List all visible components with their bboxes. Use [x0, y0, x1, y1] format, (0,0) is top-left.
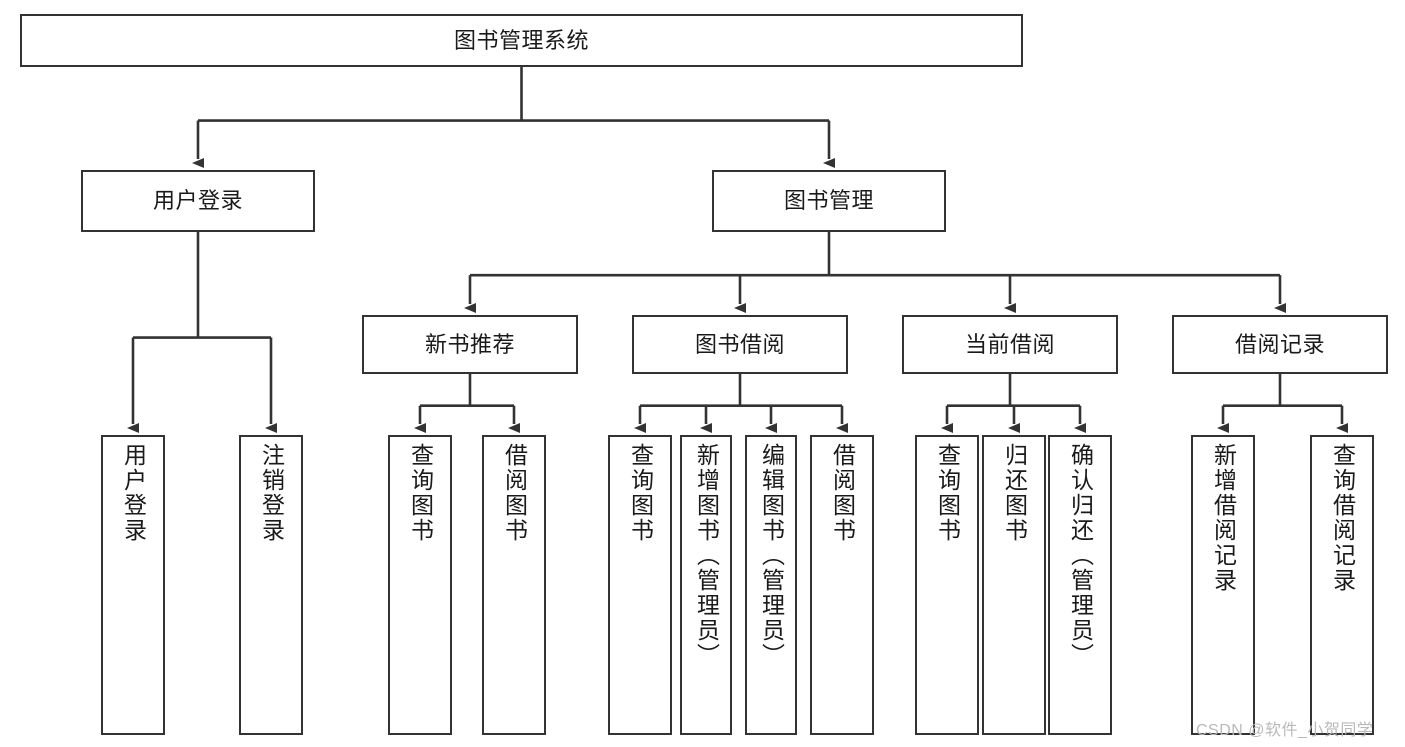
- leaf-add-book-admin[interactable]: 新增图书（管理员）: [680, 435, 732, 735]
- leaf-borrow-book-1-label: 借阅图书: [501, 443, 528, 543]
- leaf-borrow-book-1[interactable]: 借阅图书: [482, 435, 546, 735]
- node-current-borrow-label: 当前借阅: [964, 331, 1055, 357]
- leaf-query-book-1[interactable]: 查询图书: [388, 435, 452, 735]
- leaf-confirm-return-admin-label: 确认归还（管理员）: [1067, 443, 1094, 668]
- node-book-manage-label: 图书管理: [783, 188, 874, 214]
- node-book-borrow[interactable]: 图书借阅: [632, 315, 848, 374]
- leaf-user-logout[interactable]: 注销登录: [239, 435, 303, 735]
- leaf-confirm-return-admin[interactable]: 确认归还（管理员）: [1048, 435, 1112, 735]
- node-borrow-record-label: 借阅记录: [1234, 331, 1325, 357]
- node-root[interactable]: 图书管理系统: [20, 14, 1023, 67]
- leaf-return-book-label: 归还图书: [1001, 443, 1028, 543]
- leaf-borrow-book-2[interactable]: 借阅图书: [810, 435, 874, 735]
- leaf-query-borrow-record[interactable]: 查询借阅记录: [1310, 435, 1374, 735]
- leaf-add-borrow-record-label: 新增借阅记录: [1210, 443, 1237, 593]
- node-book-manage[interactable]: 图书管理: [712, 170, 946, 232]
- leaf-query-book-2-label: 查询图书: [627, 443, 654, 543]
- leaf-query-book-2[interactable]: 查询图书: [608, 435, 672, 735]
- leaf-query-book-3-label: 查询图书: [934, 443, 961, 543]
- leaf-return-book[interactable]: 归还图书: [982, 435, 1046, 735]
- leaf-query-book-1-label: 查询图书: [407, 443, 434, 543]
- leaf-query-book-3[interactable]: 查询图书: [915, 435, 979, 735]
- leaf-add-borrow-record[interactable]: 新增借阅记录: [1191, 435, 1255, 735]
- leaf-edit-book-admin-label: 编辑图书（管理员）: [758, 443, 785, 668]
- node-new-book-recommend[interactable]: 新书推荐: [362, 315, 578, 374]
- leaf-add-book-admin-label: 新增图书（管理员）: [693, 443, 720, 668]
- leaf-edit-book-admin[interactable]: 编辑图书（管理员）: [745, 435, 797, 735]
- leaf-query-borrow-record-label: 查询借阅记录: [1329, 443, 1356, 593]
- node-book-borrow-label: 图书借阅: [694, 331, 785, 357]
- leaf-user-logout-label: 注销登录: [258, 443, 285, 543]
- leaf-user-login[interactable]: 用户登录: [101, 435, 165, 735]
- node-user-login-label: 用户登录: [152, 188, 243, 214]
- node-current-borrow[interactable]: 当前借阅: [902, 315, 1118, 374]
- node-new-book-recommend-label: 新书推荐: [424, 331, 515, 357]
- leaf-borrow-book-2-label: 借阅图书: [829, 443, 856, 543]
- csdn-watermark: CSDN @软件_小贺同学: [1196, 722, 1374, 739]
- leaf-user-login-label: 用户登录: [120, 443, 147, 543]
- node-root-label: 图书管理系统: [453, 27, 589, 53]
- node-user-login[interactable]: 用户登录: [81, 170, 315, 232]
- node-borrow-record[interactable]: 借阅记录: [1172, 315, 1388, 374]
